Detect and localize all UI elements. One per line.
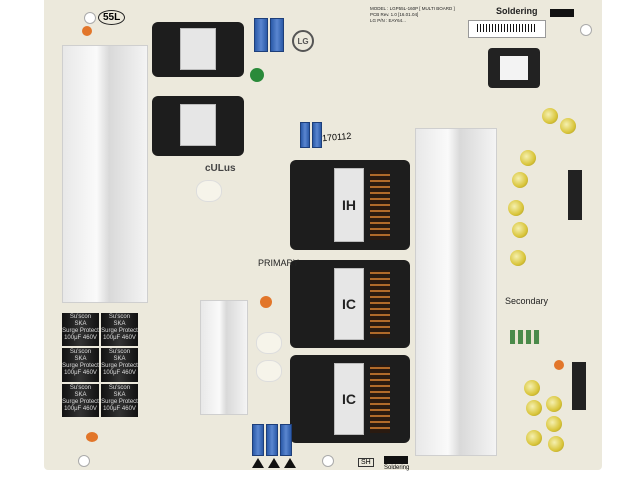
main-transformer-1: IH: [290, 160, 410, 250]
warning-icon: [284, 458, 296, 468]
heatsink-secondary: [415, 128, 497, 456]
electrolytic-capacitor: [526, 400, 542, 416]
barcode-label: [468, 20, 546, 38]
warning-icon: [268, 458, 280, 468]
lg-logo: LG: [292, 30, 314, 52]
electrolytic-capacitor: [526, 430, 542, 446]
soldering-arrow-icon: [550, 9, 574, 17]
ceramic-capacitor: [86, 432, 98, 442]
primary-label: PRIMARY: [258, 258, 299, 268]
model-text: MODEL : LGP55L-160P [ MULTI BOARD ]: [370, 6, 455, 11]
standby-transformer: [152, 22, 244, 77]
film-capacitor: [266, 424, 278, 456]
electrolytic-capacitor: [548, 436, 564, 452]
secondary-label: Secondary: [505, 296, 549, 306]
ul-mark: cULus: [205, 163, 236, 174]
film-capacitor: [280, 424, 292, 456]
thermistor: [250, 68, 264, 82]
pfc-inductor: [152, 96, 244, 156]
mounting-hole: [84, 12, 96, 24]
aux-transformer: [488, 48, 540, 88]
electrolytic-capacitor: [542, 108, 558, 124]
mounting-hole: [322, 455, 334, 467]
soldering-arrow-icon: [384, 456, 408, 464]
film-capacitor: [300, 122, 310, 148]
pcb-rev: PCB Rev. 1.0 [16.01.04]: [370, 12, 419, 17]
ceramic-capacitor: [554, 360, 564, 370]
main-transformer-3: IC: [290, 355, 410, 443]
main-transformer-2: IC: [290, 260, 410, 348]
soldering-label-top: Soldering: [496, 6, 538, 16]
film-capacitor: [312, 122, 322, 148]
film-capacitor: [254, 18, 268, 52]
connector: [568, 170, 582, 220]
film-capacitor: [252, 424, 264, 456]
electrolytic-capacitor: [520, 150, 536, 166]
film-capacitor: [270, 18, 284, 52]
electrolytic-capacitor: [546, 396, 562, 412]
warning-icon: [252, 458, 264, 468]
mounting-hole: [580, 24, 592, 36]
ceramic-capacitor: [260, 296, 272, 308]
electrolytic-capacitor: [546, 416, 562, 432]
size-mark: 55L: [98, 10, 126, 25]
sh-mark: SH: [358, 458, 374, 467]
connector: [572, 362, 586, 410]
coil: [256, 332, 282, 354]
electrolytic-capacitor: [510, 250, 526, 266]
electrolytic-capacitor: [512, 172, 528, 188]
heatsink-primary: [200, 300, 248, 415]
coil: [256, 360, 282, 382]
electrolytic-capacitor: [524, 380, 540, 396]
resistor-array: [510, 330, 540, 344]
electrolytic-capacitor: [560, 118, 576, 134]
electrolytic-capacitor: [512, 222, 528, 238]
lg-part-number: LG P/N : EAY64...: [370, 18, 406, 23]
coil: [196, 180, 222, 202]
ceramic-capacitor: [82, 26, 92, 36]
electrolytic-capacitor: [508, 200, 524, 216]
heatsink-left: [62, 45, 148, 303]
model-label: MODEL : LGP55L-160P [ MULTI BOARD ] PCB …: [370, 6, 494, 24]
mounting-hole: [78, 455, 90, 467]
soldering-label-bottom: Soldering: [384, 465, 410, 471]
